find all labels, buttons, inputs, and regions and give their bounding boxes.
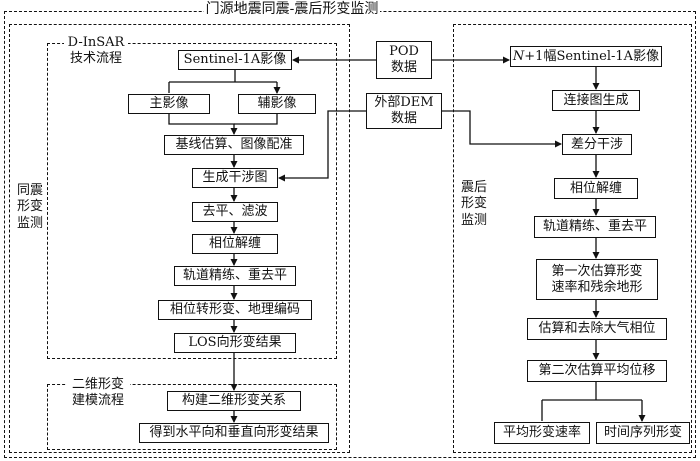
modeling-label: 二维形变 建模流程 <box>66 377 130 410</box>
diff-interferometry-box: 差分干涉 <box>562 134 632 155</box>
connection-graph-box: 连接图生成 <box>552 90 640 111</box>
post-phase-unwrap-box: 相位解缠 <box>554 178 638 199</box>
geocode-box: 相位转形变、地理编码 <box>158 300 312 320</box>
diagram-title: 门源地震同震-震后形变监测 <box>204 1 380 19</box>
post-orbit-refine-box: 轨道精练、重去平 <box>534 216 656 238</box>
phase-unwrap-box: 相位解缠 <box>192 234 278 254</box>
arrow-dem-diff <box>442 110 562 148</box>
time-series-box: 时间序列形变 <box>596 422 690 444</box>
arrow-second-split <box>541 382 642 421</box>
master-image-box: 主影像 <box>128 94 210 114</box>
atmosphere-box: 估算和去除大气相位 <box>527 318 667 340</box>
postseismic-frame <box>453 24 692 453</box>
arrow-sentinel-split <box>168 70 277 93</box>
second-estimate-box: 第二次估算平均位移 <box>527 360 667 382</box>
orbit-refine-box: 轨道精练、重去平 <box>174 266 296 286</box>
mean-rate-box: 平均形变速率 <box>494 422 590 444</box>
arrow-dem-interferogram <box>278 110 366 182</box>
coseismic-label: 同震 形变 监测 <box>14 183 46 232</box>
2d-result-box: 得到水平向和垂直向形变结果 <box>139 423 329 443</box>
build-2d-relation-box: 构建二维形变关系 <box>167 391 301 411</box>
coseismic-frame <box>9 24 350 453</box>
modeling-frame <box>47 384 337 450</box>
dinsar-label: D-InSAR 技术流程 <box>64 35 128 68</box>
first-estimate-box: 第一次估算形变 速率和残余地形 <box>536 259 658 300</box>
pod-data-box: POD 数据 <box>376 41 432 79</box>
flatten-filter-box: 去平、滤波 <box>192 202 278 222</box>
arrow-master-baseline <box>168 114 238 135</box>
slave-image-box: 辅影像 <box>238 94 316 114</box>
interferogram-box: 生成干涉图 <box>192 168 278 188</box>
baseline-coreg-box: 基线估算、图像配准 <box>164 135 304 155</box>
los-result-box: LOS向形变结果 <box>174 333 296 353</box>
dinsar-frame <box>47 43 337 359</box>
arrow-slave-merge <box>234 114 278 125</box>
n-plus-1-images-box: N+1幅Sentinel-1A影像 <box>510 46 662 67</box>
n-plus-1-images-label: N+1幅Sentinel-1A影像 <box>512 48 660 64</box>
external-dem-box: 外部DEM 数据 <box>366 93 442 129</box>
postseismic-label: 震后 形变 监测 <box>458 180 490 229</box>
sentinel-1a-box: Sentinel-1A影像 <box>178 50 292 70</box>
